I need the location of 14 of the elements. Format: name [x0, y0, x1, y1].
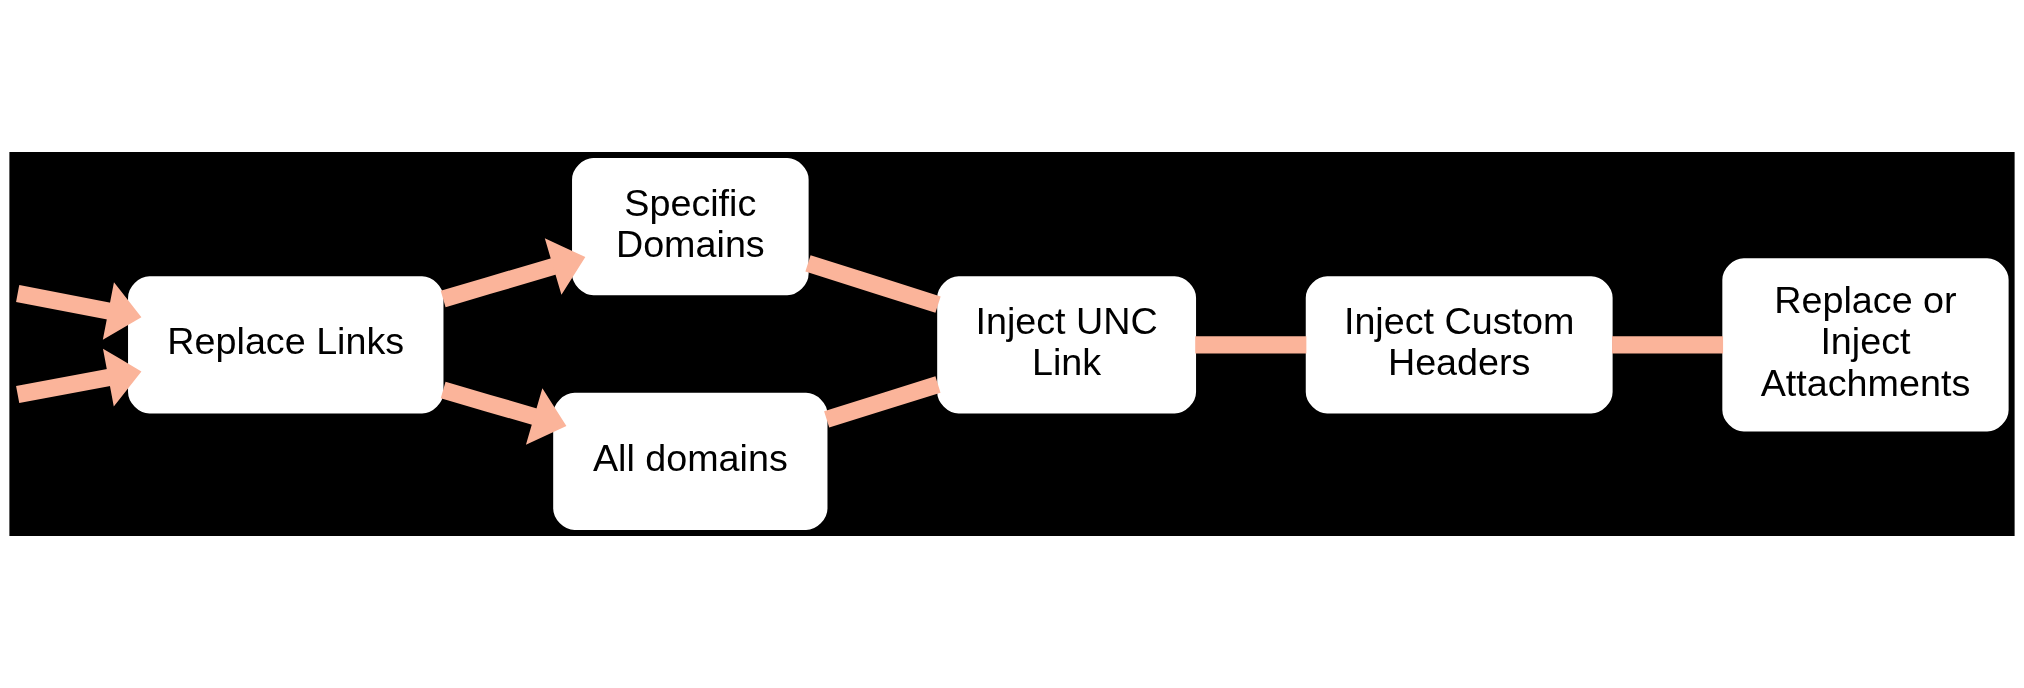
arrow: [16, 348, 142, 407]
node-box: Replace or Inject Attachments: [1722, 258, 2009, 432]
arrow: [440, 381, 567, 445]
connector: [805, 255, 941, 313]
arrow: [440, 238, 586, 308]
node-box: Specific Domains: [572, 158, 809, 296]
node-box: Replace Links: [128, 276, 444, 414]
arrow: [16, 282, 142, 340]
node-box: Inject Custom Headers: [1305, 276, 1613, 414]
connector: [1612, 336, 1724, 354]
node-box: All domains: [553, 392, 828, 530]
node-box: Inject UNC Link: [937, 276, 1197, 414]
connector: [1195, 336, 1307, 354]
connector: [824, 376, 941, 428]
